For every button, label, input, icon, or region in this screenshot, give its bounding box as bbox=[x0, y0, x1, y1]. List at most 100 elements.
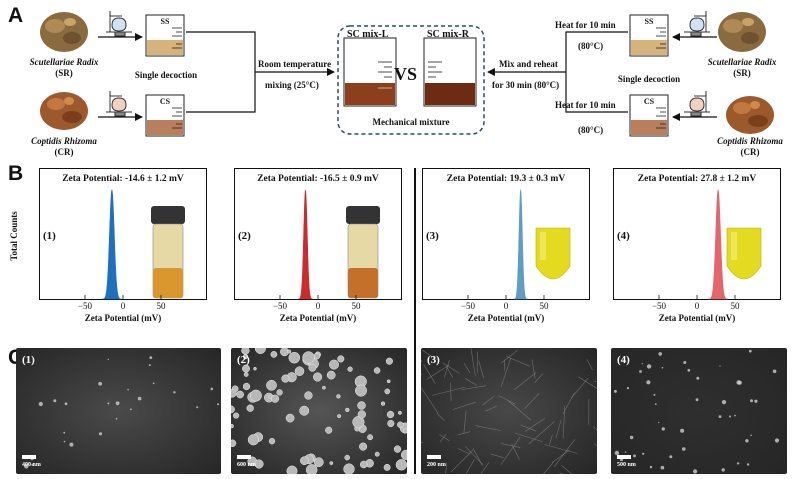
herb-name-cr-right: Coptidis Rhizoma bbox=[717, 136, 783, 146]
scale-bar bbox=[427, 455, 441, 459]
mixing-label: mixing (25°C) bbox=[265, 80, 319, 90]
single-decoction-right: Single decoction bbox=[617, 74, 681, 84]
beaker-label-cs-left: CS bbox=[159, 97, 171, 106]
zeta-peak bbox=[102, 189, 122, 300]
beaker-label-ss-left: SS bbox=[160, 17, 170, 26]
beaker-label-cs-right: CS bbox=[643, 97, 655, 106]
zeta-chart: −50 0 50 Zeta Potential: -14.6 ± 1.2 mV (1) Z… bbox=[39, 168, 207, 326]
vial-photo bbox=[151, 206, 185, 299]
heat-10-bottom: Heat for 10 min bbox=[555, 100, 616, 110]
heating-setup-icon bbox=[684, 11, 710, 37]
sem-image: (2) 600 nm bbox=[231, 348, 407, 474]
sem-image: (1) 400 nm bbox=[16, 348, 221, 474]
scale-bar-label: 500 nm bbox=[617, 462, 636, 468]
x-tick-label: 0 bbox=[315, 301, 321, 311]
panel-a-diagram bbox=[40, 11, 774, 137]
zeta-chart-svg bbox=[422, 168, 590, 300]
vial-photo bbox=[346, 206, 380, 299]
scale-bar-label: 400 nm bbox=[22, 462, 41, 468]
herb-cr-left bbox=[40, 92, 88, 130]
zeta-chart-number: (2) bbox=[238, 230, 251, 242]
zeta-peak bbox=[298, 189, 313, 300]
x-tick-label: −50 bbox=[460, 301, 476, 311]
x-tick-label: 50 bbox=[539, 301, 549, 311]
beaker-label-ss-right: SS bbox=[644, 17, 654, 26]
zeta-chart-svg bbox=[613, 168, 781, 300]
zeta-chart: −50 0 50 Zeta Potential: 27.8 ± 1.2 mV (4) Ze… bbox=[613, 168, 781, 326]
sem-texture bbox=[613, 349, 780, 474]
panel-b-ylabel: Total Counts bbox=[9, 211, 19, 261]
panel-a-letter: A bbox=[8, 4, 24, 27]
beaker-cs-right bbox=[629, 94, 669, 137]
heating-setup-icon bbox=[106, 11, 132, 37]
zeta-chart-title: Zeta Potential: 27.8 ± 1.2 mV bbox=[637, 174, 757, 184]
scale-bar bbox=[617, 455, 631, 459]
zeta-chart-xlabel: Zeta Potential (mV) bbox=[467, 313, 545, 323]
herb-name-sr-right: Scutellariae Radix bbox=[707, 57, 777, 67]
heat-10-top: Heat for 10 min bbox=[555, 20, 616, 30]
x-tick-label: 0 bbox=[120, 301, 126, 311]
sem-image-number: (3) bbox=[427, 354, 440, 366]
sem-image: (4) 500 nm bbox=[611, 348, 787, 474]
sem-image-number: (2) bbox=[237, 354, 250, 366]
scale-bar bbox=[22, 455, 36, 459]
x-tick-label: −50 bbox=[272, 301, 288, 311]
sem-image: (3) 200 nm bbox=[421, 348, 597, 474]
herb-sr-left bbox=[40, 12, 88, 52]
x-tick-label: 50 bbox=[351, 301, 361, 311]
herb-sr-right bbox=[718, 12, 766, 52]
x-tick-label: 0 bbox=[694, 301, 700, 311]
zeta-chart-title: Zeta Potential: -16.5 ± 0.9 mV bbox=[257, 174, 379, 184]
heating-setup-icon bbox=[684, 91, 710, 117]
zeta-chart-svg bbox=[234, 168, 402, 300]
beaker-ss-right bbox=[629, 14, 669, 57]
heating-setup-icon bbox=[106, 91, 132, 117]
zeta-chart-xlabel: Zeta Potential (mV) bbox=[658, 313, 736, 323]
beaker-ss-left bbox=[145, 14, 185, 57]
zeta-peak bbox=[708, 189, 728, 300]
zeta-chart-xlabel: Zeta Potential (mV) bbox=[84, 313, 162, 323]
mix-r-label: SC mix-R bbox=[427, 29, 469, 40]
scale-bar-label: 600 nm bbox=[237, 462, 256, 468]
vial-photo bbox=[535, 227, 571, 280]
sem-texture bbox=[421, 348, 597, 474]
zeta-peak bbox=[513, 189, 528, 300]
x-tick-label: −50 bbox=[77, 301, 93, 311]
scale-bar-label: 200 nm bbox=[427, 462, 446, 468]
zeta-chart-svg bbox=[39, 168, 207, 300]
vs-label: VS bbox=[394, 64, 418, 84]
vial-photo bbox=[726, 227, 762, 280]
zeta-chart-number: (3) bbox=[426, 230, 439, 242]
temp-80-bottom: (80°C) bbox=[578, 125, 604, 135]
x-tick-label: −50 bbox=[651, 301, 667, 311]
x-tick-label: 50 bbox=[730, 301, 740, 311]
sem-texture bbox=[231, 348, 407, 474]
zeta-chart-number: (4) bbox=[617, 230, 630, 242]
zeta-chart: −50 0 50 Zeta Potential: 19.3 ± 0.3 mV (3) Ze… bbox=[422, 168, 590, 326]
x-tick-label: 50 bbox=[156, 301, 166, 311]
reheat-time-label: for 30 min (80°C) bbox=[492, 80, 560, 90]
herb-cr-right bbox=[726, 96, 774, 134]
sem-image-number: (1) bbox=[22, 354, 35, 366]
zeta-chart-title: Zeta Potential: -14.6 ± 1.2 mV bbox=[62, 174, 184, 184]
herb-abbr-cr-right: (CR) bbox=[740, 147, 760, 157]
mechanical-mixture-label: Mechanical mixture bbox=[372, 117, 450, 127]
herb-abbr-sr-right: (SR) bbox=[733, 68, 751, 78]
sem-texture bbox=[24, 356, 220, 469]
x-tick-label: 0 bbox=[503, 301, 509, 311]
temp-80-top: (80°C) bbox=[578, 41, 604, 51]
panel-b-letter: B bbox=[8, 162, 24, 185]
herb-abbr-sr-left: (SR) bbox=[55, 68, 73, 78]
zeta-chart-title: Zeta Potential: 19.3 ± 0.3 mV bbox=[446, 174, 566, 184]
sem-image-number: (4) bbox=[617, 354, 630, 366]
herb-abbr-cr-left: (CR) bbox=[54, 147, 74, 157]
beaker-mix-l bbox=[343, 37, 397, 107]
scale-bar bbox=[237, 455, 251, 459]
zeta-chart-number: (1) bbox=[43, 230, 56, 242]
herb-name-sr-left: Scutellariae Radix bbox=[29, 57, 99, 67]
herb-name-cr-left: Coptidis Rhizoma bbox=[31, 136, 97, 146]
mix-reheat-label: Mix and reheat bbox=[499, 59, 558, 69]
beaker-cs-left bbox=[145, 94, 185, 137]
room-temp-label: Room temperature bbox=[258, 59, 332, 69]
